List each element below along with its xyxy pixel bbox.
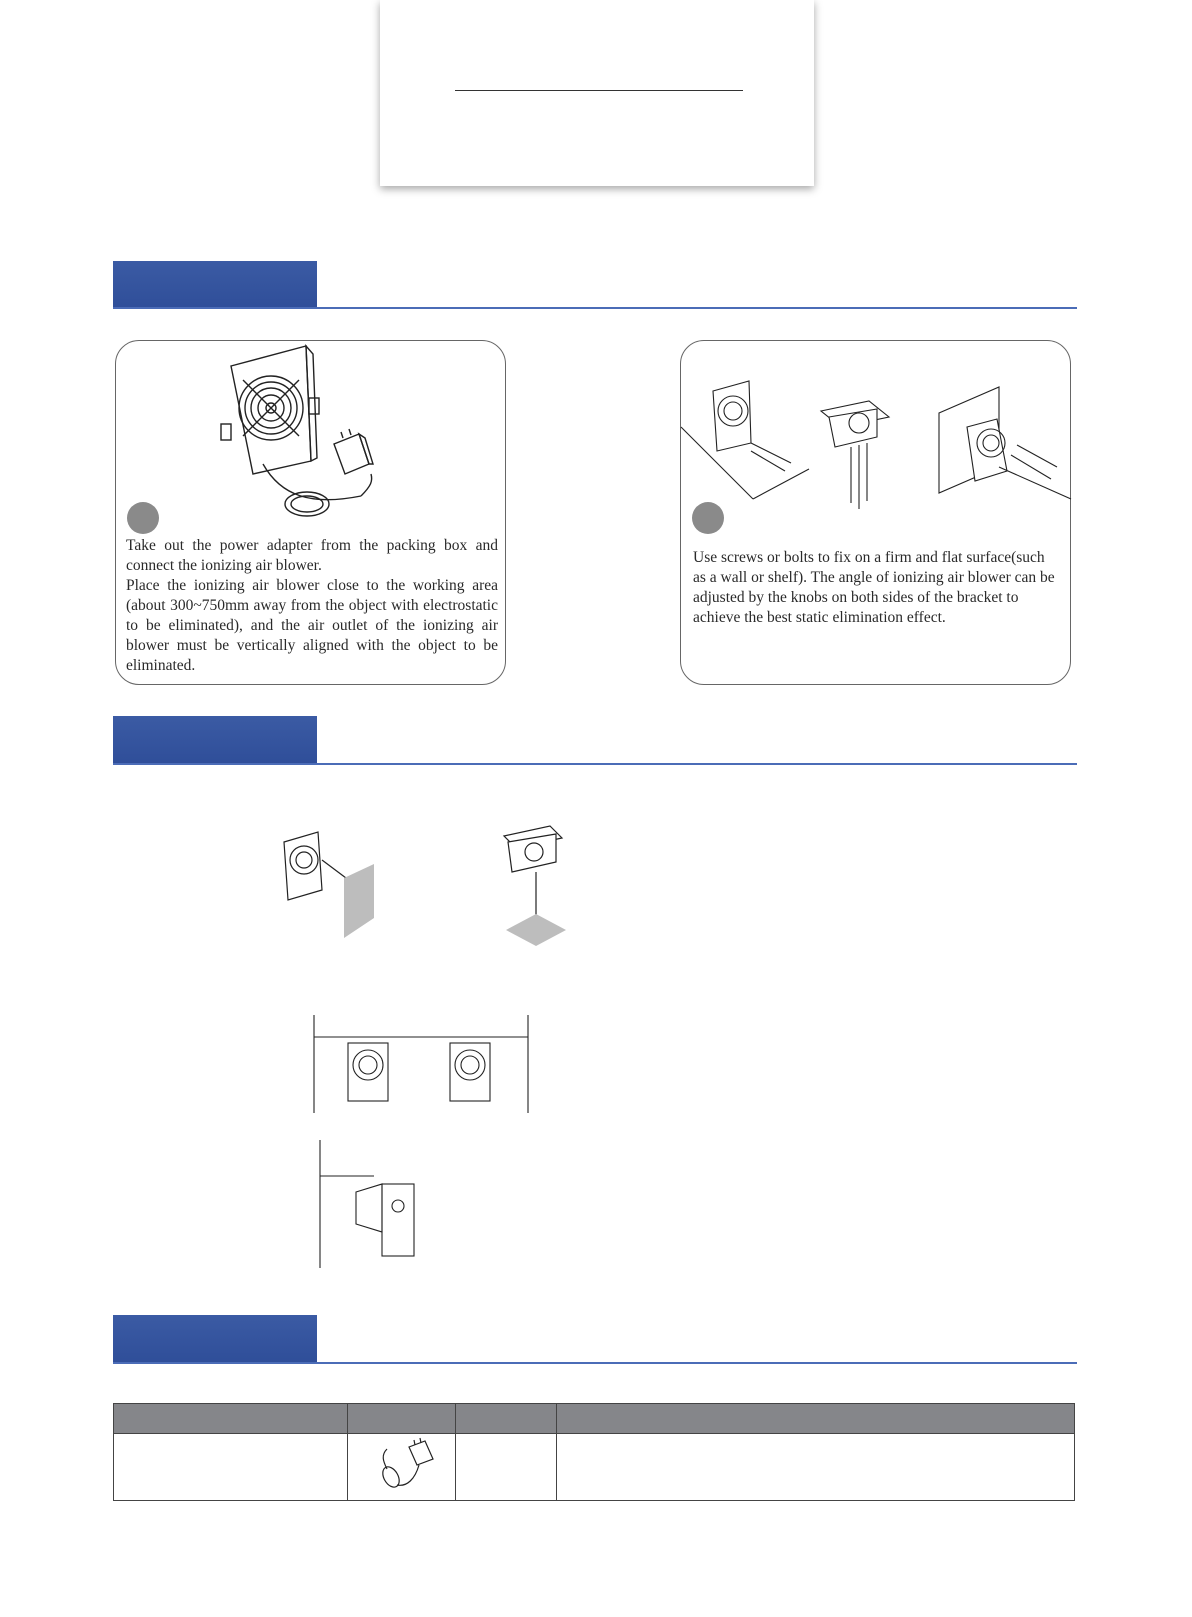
title-card	[380, 0, 814, 186]
table-row	[113, 1433, 1075, 1501]
power-adapter-icon	[381, 1437, 434, 1488]
spacing-front-diagram	[313, 1015, 529, 1113]
table-header-cell	[347, 1403, 456, 1434]
section-tab-1	[113, 261, 317, 309]
table-header-cell	[556, 1403, 1075, 1434]
spacing-side-diagram	[319, 1140, 415, 1268]
step-badge-2	[692, 502, 724, 534]
section-tab-3	[113, 1315, 317, 1363]
setup-instructions: Take out the power adapter from the pack…	[126, 536, 498, 676]
table-header-row	[113, 1403, 1075, 1434]
table-header-cell	[113, 1403, 348, 1434]
accessory-table	[113, 1403, 1075, 1501]
title-underline	[455, 90, 743, 91]
table-cell-image	[347, 1433, 456, 1501]
table-cell	[113, 1433, 348, 1501]
desk-placement-illustration	[283, 831, 374, 938]
mounting-options-illustration	[680, 380, 1072, 509]
panel-mounting: Use screws or bolts to fix on a firm and…	[680, 340, 1072, 685]
section-tab-2	[113, 716, 317, 764]
setup-step-1: Take out the power adapter from the pack…	[126, 537, 498, 574]
section-rule-1	[113, 307, 1077, 309]
table-cell	[556, 1433, 1075, 1501]
step-badge-1	[127, 502, 159, 534]
section-rule-2	[113, 763, 1077, 765]
panel-setup: Take out the power adapter from the pack…	[115, 340, 506, 685]
setup-step-2: Place the ionizing air blower close to t…	[126, 577, 498, 674]
mounting-instructions: Use screws or bolts to fix on a firm and…	[693, 549, 1055, 626]
table-cell	[455, 1433, 557, 1501]
blower-adapter-illustration	[220, 344, 374, 517]
section-rule-3	[113, 1362, 1077, 1364]
overhead-placement-illustration	[502, 825, 566, 946]
table-header-cell	[455, 1403, 557, 1434]
